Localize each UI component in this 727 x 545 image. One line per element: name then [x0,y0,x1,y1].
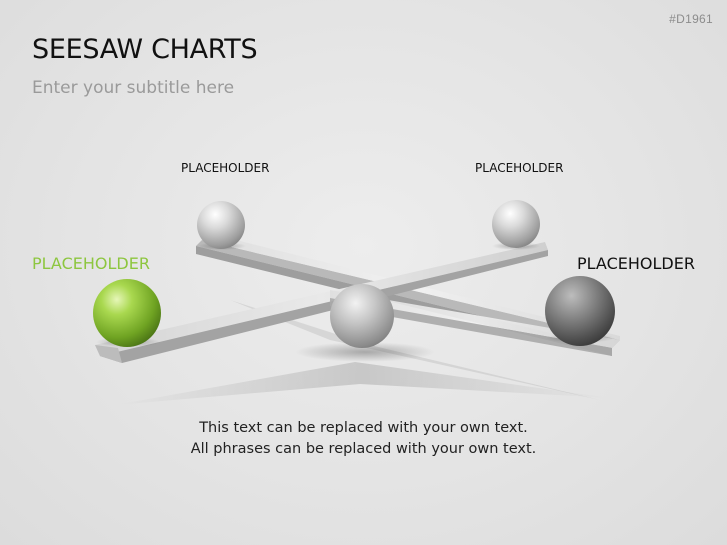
body-text-line-2: All phrases can be replaced with your ow… [190,441,537,457]
label-right: PLACEHOLDER [577,254,695,273]
sphere-left-green [93,279,161,347]
fulcrum-sphere [330,284,394,348]
seesaw-board-front [95,242,548,363]
sphere-right-dark [545,276,615,346]
sphere-top-right [492,200,540,248]
page-subtitle: Enter your subtitle here [32,78,235,98]
floor-shadow [115,300,610,405]
body-text-line-1: This text can be replaced with your own … [199,420,528,436]
label-left: PLACEHOLDER [32,254,150,273]
label-top-right: PLACEHOLDER [475,161,564,175]
label-top-left: PLACEHOLDER [181,161,270,175]
page-title: SEESAW CHARTS [32,34,258,65]
seesaw-board-back-front-half [330,290,620,356]
sphere-top-left [197,201,245,249]
document-id: #D1961 [669,12,713,26]
body-text: This text can be replaced with your own … [0,418,727,460]
